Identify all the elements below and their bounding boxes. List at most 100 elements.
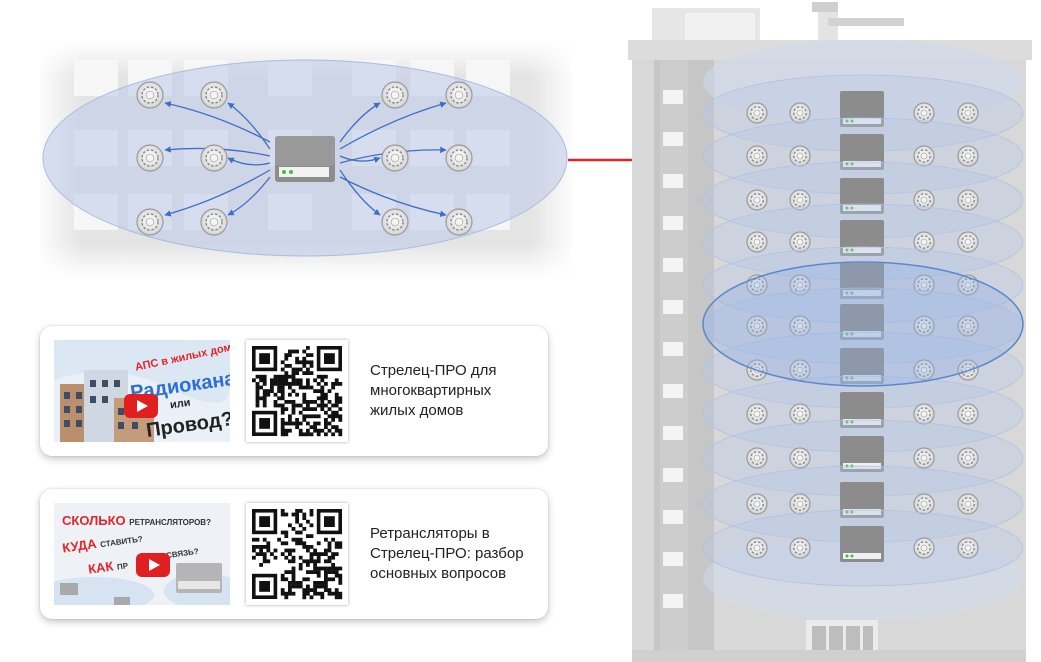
floor-level	[702, 246, 1024, 324]
smoke-detector-icon	[789, 447, 811, 469]
smoke-detector-icon	[789, 537, 811, 559]
smoke-detector-icon	[957, 274, 979, 296]
radio-link-arrow	[227, 176, 271, 216]
building-window	[663, 174, 683, 188]
floor-level	[702, 74, 1024, 152]
smoke-detector-icon	[913, 315, 935, 337]
smoke-detector-icon	[200, 81, 228, 109]
building-window	[663, 300, 683, 314]
repeater-device-icon	[275, 136, 335, 182]
coverage-zone-bottom	[703, 536, 1023, 620]
play-button-icon[interactable]	[124, 394, 158, 418]
caption-line: многоквартирных	[370, 382, 492, 399]
building-window	[663, 552, 683, 566]
video-thumbnail[interactable]: СКОЛЬКО РЕТРАНСЛЯТОРОВ? КУДА СТАВИТЬ? КА…	[54, 503, 230, 605]
smoke-detector-icon	[746, 403, 768, 425]
radio-link-arrow	[339, 169, 381, 216]
floor-level	[702, 375, 1024, 453]
repeater-device-icon	[840, 482, 884, 518]
smoke-detector-icon	[957, 493, 979, 515]
video-card-repeaters[interactable]: СКОЛЬКО РЕТРАНСЛЯТОРОВ? КУДА СТАВИТЬ? КА…	[40, 489, 548, 619]
smoke-detector-icon	[913, 403, 935, 425]
smoke-detector-icon	[746, 537, 768, 559]
radio-link-arrow	[164, 169, 271, 217]
smoke-detector-icon	[913, 189, 935, 211]
smoke-detector-icon	[746, 493, 768, 515]
floor-level	[702, 465, 1024, 543]
smoke-detector-icon	[200, 144, 228, 172]
smoke-detector-icon	[789, 493, 811, 515]
repeater-device-icon	[840, 263, 884, 299]
repeater-device-icon	[840, 178, 884, 214]
smoke-detector-icon	[957, 359, 979, 381]
line2-small: ПР	[116, 561, 129, 572]
smoke-detector-icon	[957, 145, 979, 167]
qr-code-icon	[246, 503, 348, 605]
floor-level	[702, 161, 1024, 239]
caption-line: Стрелец-ПРО для	[370, 362, 497, 379]
building-window	[663, 510, 683, 524]
floor-plan	[40, 40, 572, 280]
radio-link-arrow	[339, 101, 447, 150]
repeater-device-icon	[840, 304, 884, 340]
smoke-detector-icon	[957, 102, 979, 124]
smoke-detector-icon	[913, 102, 935, 124]
coverage-zone-top	[703, 40, 1023, 124]
floor-level	[702, 331, 1024, 409]
smoke-detector-icon	[789, 359, 811, 381]
video-thumbnail[interactable]: АПС в жилых домах: Радиоканал или Провод…	[54, 340, 230, 442]
headline-small: РЕТРАНСЛЯТОРОВ?	[129, 518, 211, 527]
radio-link-arrow	[339, 102, 381, 143]
smoke-detector-icon	[789, 145, 811, 167]
smoke-detector-icon	[913, 231, 935, 253]
smoke-detector-icon	[445, 208, 473, 236]
smoke-detector-icon	[957, 447, 979, 469]
video-card-residential[interactable]: АПС в жилых домах: Радиоканал или Провод…	[40, 326, 548, 456]
smoke-detector-icon	[746, 231, 768, 253]
smoke-detector-icon	[957, 315, 979, 337]
smoke-detector-icon	[957, 189, 979, 211]
repeater-device-icon	[840, 348, 884, 384]
smoke-detector-icon	[746, 102, 768, 124]
smoke-detector-icon	[789, 102, 811, 124]
repeater-device-icon	[840, 392, 884, 428]
smoke-detector-icon	[913, 145, 935, 167]
building-window	[663, 216, 683, 230]
floor-level	[702, 419, 1024, 497]
smoke-detector-icon	[789, 231, 811, 253]
play-button-icon[interactable]	[136, 553, 170, 577]
smoke-detector-icon	[957, 231, 979, 253]
building-window	[663, 468, 683, 482]
coverage-zone-highlight	[702, 261, 1024, 387]
smoke-detector-icon	[136, 144, 164, 172]
caption-line: Стрелец-ПРО: разбор	[370, 545, 524, 562]
smoke-detector-icon	[381, 81, 409, 109]
smoke-detector-icon	[200, 208, 228, 236]
floor-level	[702, 117, 1024, 195]
building-window	[663, 384, 683, 398]
qr-code-icon	[246, 340, 348, 442]
floor-level	[702, 509, 1024, 587]
smoke-detector-icon	[957, 537, 979, 559]
smoke-detector-icon	[381, 208, 409, 236]
headline-big: СКОЛЬКО	[62, 513, 126, 528]
smoke-detector-icon	[957, 403, 979, 425]
radio-link-arrow	[339, 176, 447, 217]
smoke-detector-icon	[445, 144, 473, 172]
smoke-detector-icon	[789, 189, 811, 211]
radio-link-arrow	[164, 101, 271, 143]
building-floors	[702, 40, 1024, 620]
smoke-detector-icon	[746, 145, 768, 167]
building-window	[663, 90, 683, 104]
building-window	[663, 342, 683, 356]
thumbnail-headline: СКОЛЬКО РЕТРАНСЛЯТОРОВ?	[62, 513, 211, 528]
card-caption: Стрелец-ПРО для многоквартирных жилых до…	[370, 326, 540, 456]
smoke-detector-icon	[913, 359, 935, 381]
building-window	[663, 258, 683, 272]
radio-link-arrow	[227, 157, 271, 166]
radio-link-arrow	[339, 155, 381, 163]
card-caption: Ретрансляторы в Стрелец-ПРО: разбор осно…	[370, 489, 540, 619]
building-window	[663, 426, 683, 440]
smoke-detector-icon	[445, 81, 473, 109]
